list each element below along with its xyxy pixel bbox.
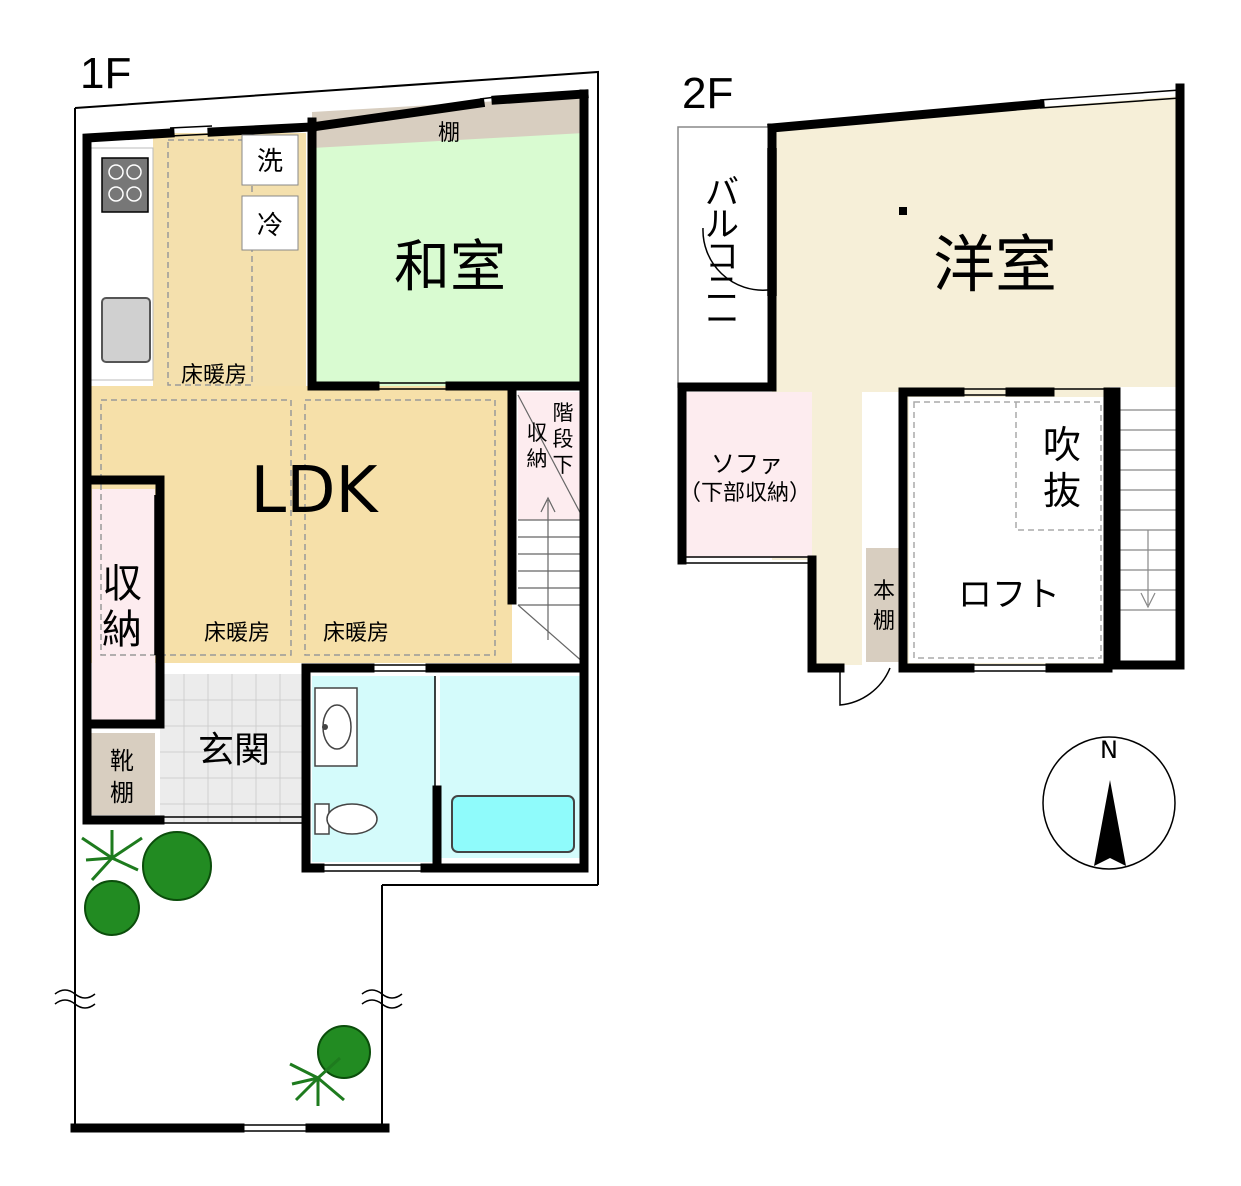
floor-heat-zone-kitchen	[167, 139, 253, 386]
walls-1f	[70, 89, 589, 1133]
stove-icon	[101, 157, 149, 213]
storage-label-1: 収	[102, 561, 142, 607]
under-stairs-label-1: 階	[553, 401, 574, 425]
stairs-2f	[1116, 409, 1180, 611]
wash-basin-icon	[314, 687, 358, 767]
bookshelf-label-1: 本	[873, 579, 895, 604]
floor-heat-label-left: 床暖房	[204, 621, 270, 646]
washitsu-room	[312, 133, 584, 386]
bookshelf-area	[866, 548, 902, 662]
genkan-tiles	[160, 674, 304, 822]
shelf-top-area	[312, 96, 584, 148]
floor-heat-label-kitchen: 床暖房	[181, 363, 247, 388]
floor-heat-label-right: 床暖房	[323, 621, 389, 646]
balcony-label-5: ー	[705, 301, 739, 341]
balcony-label-2: ル	[705, 205, 739, 245]
stairs-1f	[517, 394, 585, 664]
yoshitsu-label: 洋室	[933, 228, 1057, 301]
sofa-area	[682, 392, 812, 558]
fukinuke-label-2: 抜	[1043, 469, 1081, 513]
fridge-box	[241, 195, 299, 251]
palm-tree-icon	[81, 830, 345, 1106]
walls-2f	[677, 83, 1185, 673]
under-stairs-storage-label-2: 納	[527, 447, 548, 471]
balcony-label-1: バ	[705, 173, 739, 213]
tree-icon	[84, 831, 371, 1079]
ldk-label: LDK	[251, 454, 380, 528]
floor-heat-zone-left	[100, 399, 292, 656]
balcony-label-3: コ	[705, 237, 739, 277]
under-stairs-storage-label-1: 収	[527, 421, 548, 445]
shoe-shelf-label-2: 棚	[110, 779, 134, 807]
bath-tub	[451, 795, 575, 853]
lot-boundary-1f	[74, 70, 599, 885]
under-stairs-label-3: 下	[553, 453, 574, 477]
washitsu-label: 和室	[394, 235, 506, 300]
fukinuke-outline	[1015, 402, 1101, 531]
shelf-top-label: 棚	[438, 121, 460, 146]
toilet-icon	[314, 803, 378, 835]
floor-label-1f: 1F	[80, 49, 131, 98]
floor-heat-zone-right	[304, 399, 496, 656]
washer-label: 洗	[257, 147, 283, 177]
sink-icon	[101, 297, 151, 363]
storage-label-2: 納	[102, 607, 142, 653]
loft-label: ロフト	[958, 575, 1060, 615]
compass-icon: N	[1042, 736, 1176, 870]
balcony-label-4: ニ	[705, 269, 739, 309]
windows-2f	[682, 89, 1181, 706]
storage-room	[92, 489, 155, 720]
break-mark	[54, 989, 403, 1009]
balcony-area	[677, 126, 773, 388]
shoe-shelf-label-1: 靴	[110, 747, 134, 775]
windows-1f	[154, 96, 497, 1132]
entrance-label: 玄関	[198, 730, 270, 771]
compass-north-label: N	[1100, 736, 1118, 764]
floor-label-2f: 2F	[682, 69, 733, 118]
bookshelf-label-2: 棚	[873, 609, 895, 634]
under-stairs-label-2: 段	[553, 427, 574, 451]
fridge-label: 冷	[257, 211, 283, 241]
fukinuke-label-1: 吹	[1043, 423, 1081, 467]
shoe-shelf-area	[87, 733, 155, 815]
sofa-note-label: （下部収納）	[679, 481, 811, 506]
sofa-label: ソファ	[711, 450, 783, 478]
dot-marker	[899, 207, 907, 215]
washer-box	[241, 134, 299, 186]
